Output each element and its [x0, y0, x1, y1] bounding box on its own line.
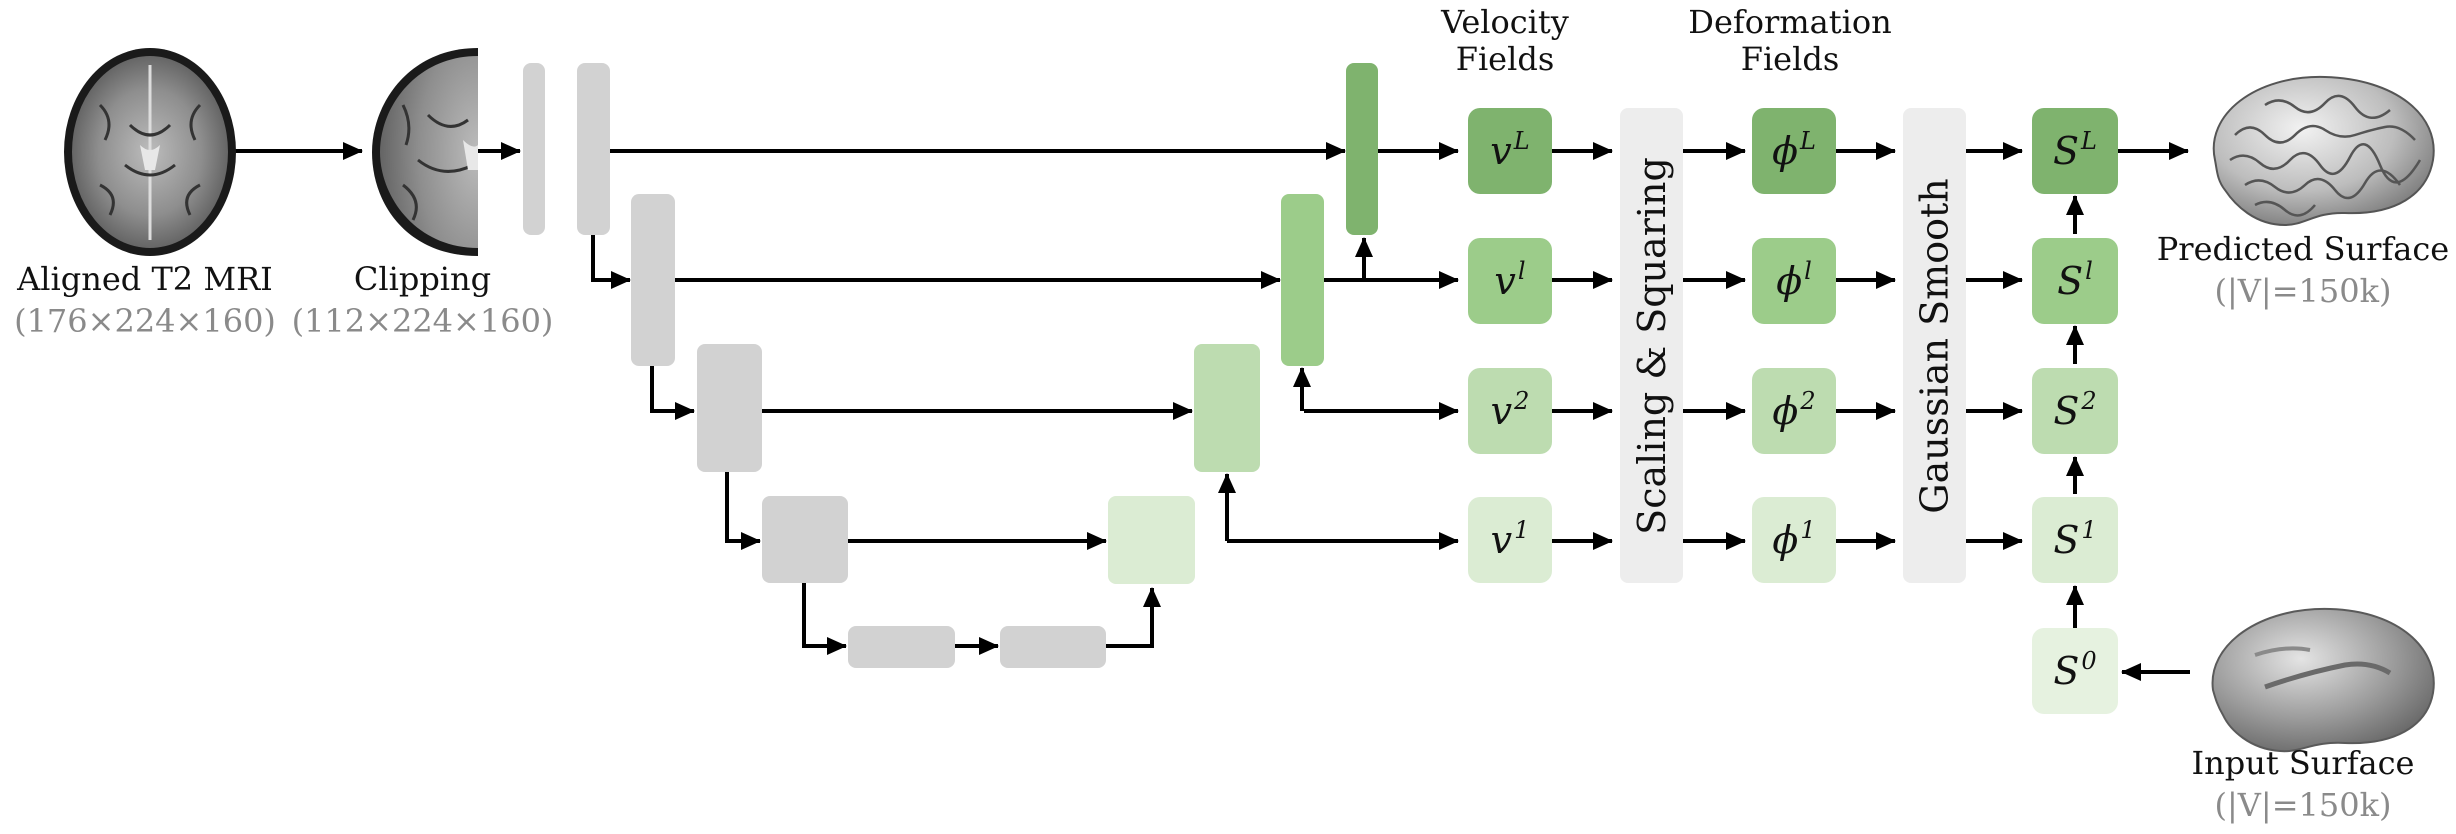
velocity-header-line2: Fields [1455, 39, 1555, 78]
decoder-block-3 [1281, 194, 1324, 366]
bottleneck-block-1 [848, 626, 955, 668]
arrow-enc3-down [650, 365, 695, 420]
predicted-surface-count: (|V|=150k) [2214, 272, 2392, 310]
predicted-surface-label: Predicted Surface [2156, 230, 2450, 268]
arrow-bottleneck-up [1106, 587, 1161, 648]
encoder-block-3 [631, 194, 675, 366]
velocity-header-line1: Velocity [1441, 3, 1569, 41]
encoder-block-4 [697, 344, 762, 472]
brain-mri-slice-icon [64, 48, 236, 256]
folded-cortical-surface-icon [2212, 75, 2435, 227]
gaussian-smooth-label: Gaussian Smooth [1912, 177, 1957, 514]
decoder-block-4 [1346, 63, 1378, 235]
bottleneck-block-2 [1000, 626, 1106, 668]
encoder-block-1 [523, 63, 545, 235]
arrow-enc4-down [725, 472, 761, 550]
velocity-header: Velocity Fields [1425, 4, 1585, 78]
input-surface-count: (|V|=150k) [2214, 786, 2392, 824]
deformation-header-line2: Fields [1740, 39, 1840, 78]
input-surface-label: Input Surface [2191, 744, 2415, 782]
deformation-header: Deformation Fields [1680, 4, 1900, 78]
decoder-block-1 [1108, 496, 1195, 584]
arrow-enc2-down [591, 233, 631, 289]
mri-label: Aligned T2 MRI [17, 260, 273, 298]
mri-dims: (176×224×160) [14, 302, 276, 340]
arrow-enc5-down [802, 583, 847, 655]
encoder-block-2 [577, 63, 610, 235]
encoder-block-5 [762, 496, 848, 583]
scaling-squaring-label: Scaling & Squaring [1629, 156, 1674, 535]
smooth-cortical-surface-icon [2211, 607, 2435, 753]
clip-dims: (112×224×160) [291, 302, 554, 340]
scaling-squaring-bar: Scaling & Squaring [1620, 108, 1683, 583]
clipped-brain-mri-slice-icon [372, 48, 478, 256]
deformation-header-line1: Deformation [1688, 3, 1892, 41]
gaussian-smooth-bar: Gaussian Smooth [1903, 108, 1966, 583]
clip-label: Clipping [353, 260, 492, 298]
decoder-block-2 [1194, 344, 1260, 472]
